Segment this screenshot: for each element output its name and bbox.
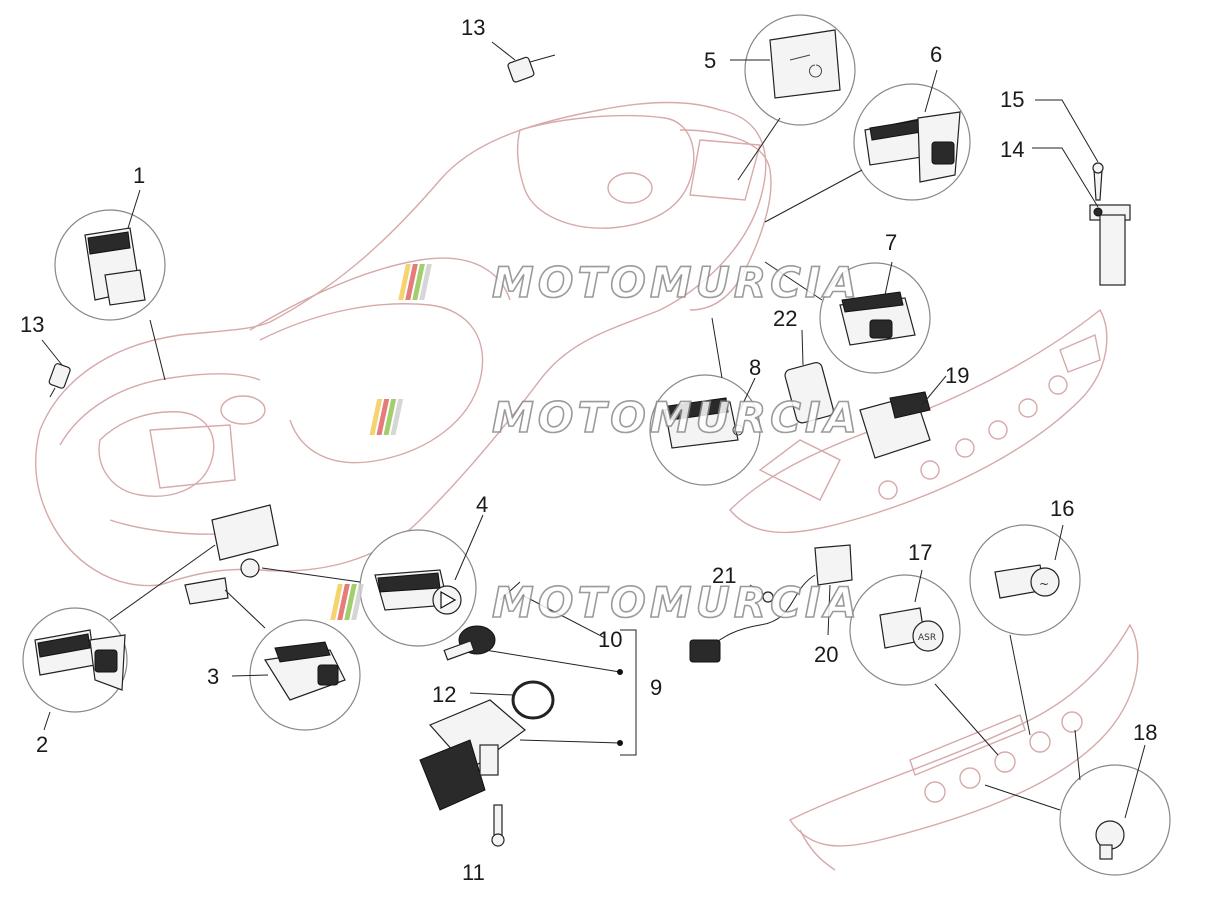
watermark-2: MOTOMURCIA [369, 392, 861, 443]
callout-labels: 1 2 3 4 5 6 7 8 9 10 11 12 13 13 14 15 1… [20, 15, 1157, 885]
part-12-ring [511, 680, 555, 720]
callout-21: 21 [712, 563, 736, 588]
callout-16: 16 [1050, 496, 1074, 521]
callout-15: 15 [1000, 87, 1024, 112]
callout-13-left: 13 [20, 312, 44, 337]
part-8-switch [664, 397, 744, 449]
callout-6: 6 [930, 42, 942, 67]
callout-20: 20 [814, 642, 838, 667]
handlebar-cover-outline [35, 101, 772, 605]
watermark-stripe [383, 399, 397, 435]
part-7-switch [839, 291, 916, 346]
watermark-stripe [337, 584, 350, 620]
watermark-1: MOTOMURCIA [398, 257, 861, 308]
callout-1: 1 [133, 163, 145, 188]
watermark-text: MOTOMURCIA [492, 258, 861, 307]
part-13-bulb-top [507, 54, 556, 83]
asr-switch-icon: ASR [918, 633, 936, 643]
part-4-hazard-switch [374, 569, 462, 615]
part-6-switch [864, 111, 961, 183]
part-2-switch [34, 629, 126, 691]
callout-13-top: 13 [461, 15, 485, 40]
detail-circle-18 [1059, 764, 1171, 876]
callout-22: 22 [773, 306, 797, 331]
part-18-cap [1095, 820, 1125, 860]
watermark-stripe [351, 584, 364, 620]
watermark-stripe [419, 264, 432, 300]
callout-8: 8 [749, 355, 761, 380]
part-9-key-set [443, 625, 496, 661]
watermark-stripe [405, 264, 418, 300]
part-1-switch [84, 227, 146, 306]
watermark-stripe [376, 399, 390, 435]
part-5-button [769, 29, 841, 99]
hazard-triangle-icon [440, 590, 457, 610]
part-11-screw [491, 804, 505, 847]
callout-2: 2 [36, 732, 48, 757]
watermark-stripe [344, 584, 357, 620]
callout-11: 11 [462, 860, 485, 885]
lower-switch-panel-outline [788, 623, 1139, 871]
callout-10: 10 [598, 627, 622, 652]
part-10-key [499, 581, 606, 639]
callout-19: 19 [945, 363, 969, 388]
part-3-switch [264, 641, 346, 701]
callout-7: 7 [885, 230, 897, 255]
watermark-stripe [398, 264, 411, 300]
watermark-text: MOTOMURCIA [492, 393, 861, 442]
callout-9: 9 [650, 675, 662, 700]
part-13-bulb-left [48, 363, 71, 398]
watermark-text: MOTOMURCIA [492, 578, 861, 627]
callout-14: 14 [1000, 137, 1024, 162]
callout-4: 4 [476, 492, 488, 517]
watermark-stripe [369, 399, 383, 435]
callout-12: 12 [432, 682, 456, 707]
heated-grip-icon: ~ [1039, 577, 1049, 591]
part-15-screw [1092, 162, 1104, 201]
watermark-stripe [390, 399, 404, 435]
callout-18: 18 [1133, 720, 1157, 745]
watermark-stripe [412, 264, 425, 300]
part-22-cover [784, 362, 834, 424]
part-20-socket-cable [689, 544, 853, 663]
callout-3: 3 [207, 664, 219, 689]
watermark-layer: MOTOMURCIA MOTOMURCIA MOTOMURCIA [330, 257, 861, 628]
part-14-switch-plunger [1089, 204, 1131, 286]
watermark-stripe [330, 584, 343, 620]
callout-5: 5 [704, 48, 716, 73]
callout-17: 17 [908, 540, 932, 565]
watermark-3: MOTOMURCIA [330, 577, 861, 628]
part-16-heated-grip-switch: ~ [994, 564, 1060, 599]
part-19-switch [859, 391, 931, 459]
part-21-screw [762, 591, 774, 603]
part-17-asr-switch: ASR [879, 607, 944, 652]
part-ignition-lock [419, 699, 526, 811]
